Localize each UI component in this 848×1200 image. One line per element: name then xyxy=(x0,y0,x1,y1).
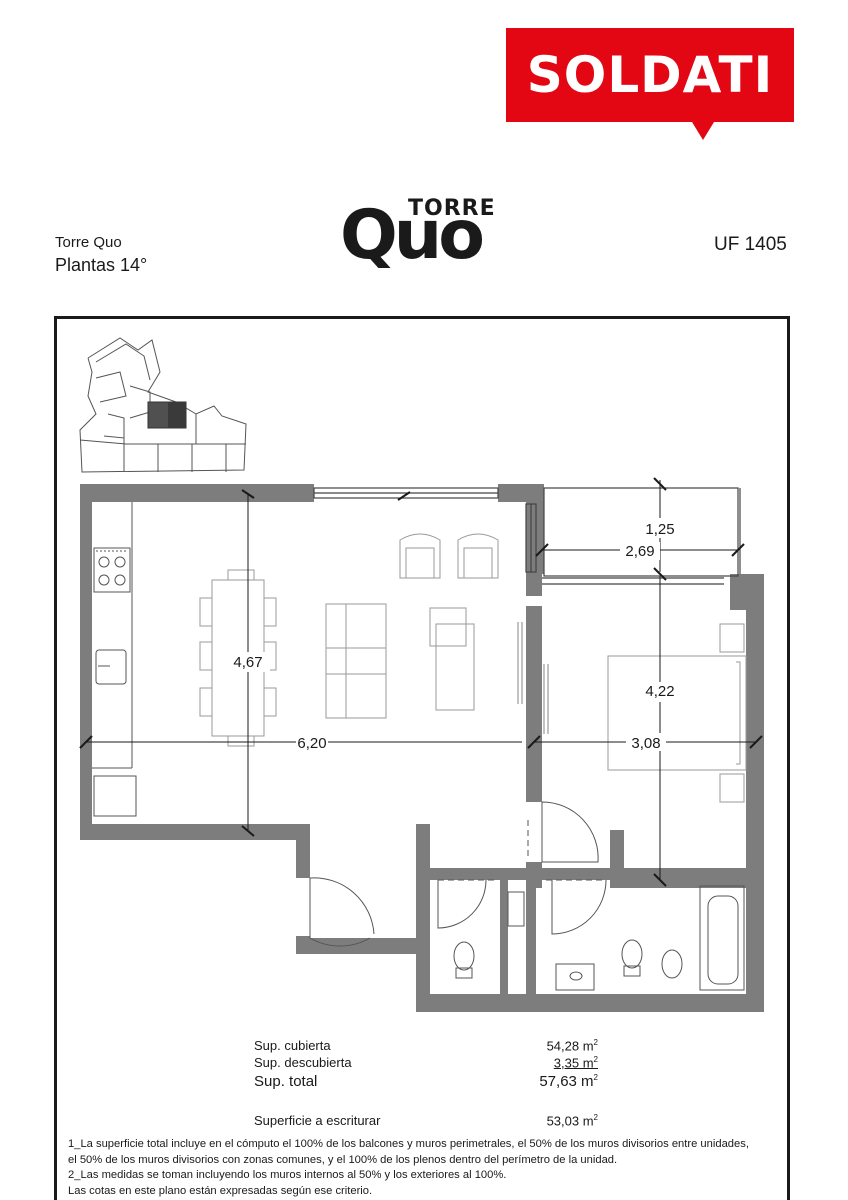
walls xyxy=(80,484,764,1012)
living-furniture xyxy=(325,533,499,719)
doors xyxy=(309,801,607,947)
fridge-icon xyxy=(93,775,137,817)
bathrooms xyxy=(453,885,745,991)
surface-row-total: Sup. total 57,63 m2 xyxy=(254,1073,598,1093)
balcony xyxy=(542,487,741,585)
dimension-labels: 6,20 4,67 1,25 2,69 4,22 3,08 xyxy=(226,518,680,752)
surface-deed-label: Superficie a escriturar xyxy=(254,1113,381,1128)
surface-total-value: 57,63 m2 xyxy=(539,1073,598,1090)
brand-logo-text: SOLDATI xyxy=(526,46,774,104)
surface-deed-value: 53,03 m2 xyxy=(546,1113,598,1129)
unit-label: UF 1405 xyxy=(714,234,787,255)
surface-covered-label: Sup. cubierta xyxy=(254,1038,331,1053)
surface-total-label: Sup. total xyxy=(254,1073,318,1090)
stove-icon xyxy=(93,547,131,593)
notes: 1_La superficie total incluye en el cómp… xyxy=(68,1137,780,1199)
dim-balcony-width: 2,69 xyxy=(625,543,654,560)
bed xyxy=(607,623,747,803)
plan-frame xyxy=(54,316,790,1200)
brand-logo-background xyxy=(506,28,794,122)
brand-logo: SOLDATI xyxy=(506,28,794,140)
note-line: Las cotas en este plano están expresadas… xyxy=(68,1184,373,1197)
tower-logo-small: TORRE xyxy=(408,196,496,221)
dim-balcony-depth: 1,25 xyxy=(645,521,674,538)
surface-row-covered: Sup. cubierta 54,28 m2 xyxy=(254,1038,598,1056)
dim-living-width: 6,20 xyxy=(297,735,326,752)
dim-bedroom-height: 4,22 xyxy=(645,683,674,700)
note-line: 1_La superficie total incluye en el cómp… xyxy=(68,1138,749,1150)
sink-icon xyxy=(95,649,127,685)
dim-bedroom-width: 3,08 xyxy=(631,735,660,752)
surface-uncovered-value: 3,35 m2 xyxy=(553,1055,598,1071)
note-line: el 50% de los muros divisorios con zonas… xyxy=(68,1153,618,1166)
note-line: 2_Las medidas se toman incluyendo los mu… xyxy=(68,1169,507,1181)
kitchen xyxy=(92,502,137,817)
surface-row-uncovered: Sup. descubierta 3,35 m2 xyxy=(254,1055,598,1073)
tower-logo-big: Quo xyxy=(340,196,485,275)
surface-covered-value: 54,28 m2 xyxy=(546,1038,598,1054)
project-name: Torre Quo xyxy=(55,234,122,251)
plant-label: Plantas 14° xyxy=(55,255,148,275)
windows xyxy=(313,487,549,734)
surface-uncovered-label: Sup. descubierta xyxy=(254,1055,352,1070)
tower-logo: TORRE Quo xyxy=(340,196,500,290)
surface-row-deed: Superficie a escriturar 53,03 m2 xyxy=(254,1113,598,1131)
brand-logo-pointer xyxy=(692,122,714,140)
dim-living-height: 4,67 xyxy=(233,654,262,671)
key-plan xyxy=(79,337,247,473)
